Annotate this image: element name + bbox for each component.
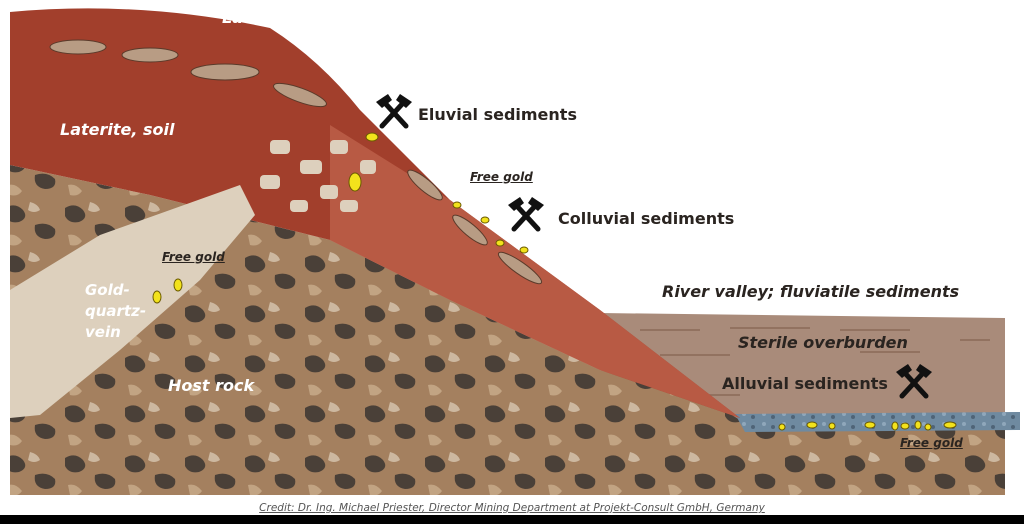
- label-sterile-overburden: Sterile overburden: [738, 333, 908, 352]
- credit-line: Credit: Dr. Ing. Michael Priester, Direc…: [259, 502, 765, 514]
- mining-hammer-icon: [508, 197, 544, 232]
- label-gold-quartz-vein: Gold- quartz- vein: [85, 280, 146, 343]
- label-colluvial-sediments: Colluvial sediments: [558, 209, 735, 228]
- label-eluvial-sediments: Eluvial sediments: [418, 105, 577, 124]
- label-free-gold-vein: Free gold: [162, 250, 225, 264]
- label-free-gold-colluvial: Free gold: [470, 170, 533, 184]
- lateritic-crust-nodules: [49, 39, 543, 285]
- label-river-valley: River valley; fluviatile sediments: [662, 282, 960, 301]
- river-valley-sediments: [600, 313, 1005, 430]
- vein-line: quartz-: [85, 302, 147, 320]
- label-alluvial-sediments: Alluvial sediments: [722, 374, 888, 393]
- vein-line: Gold-: [85, 281, 130, 299]
- label-free-gold-alluvial: Free gold: [900, 436, 963, 450]
- mining-hammer-icon: [896, 364, 932, 399]
- eluvial-fragments: [260, 140, 376, 212]
- gold-nuggets: [152, 132, 957, 431]
- alluvial-gravel-layer: [735, 412, 1020, 432]
- gold-quartz-vein: [10, 185, 255, 418]
- mining-hammer-icon: [376, 94, 412, 129]
- host-rock-layer: [10, 165, 1005, 495]
- label-laterite-soil: Laterite, soil: [60, 120, 175, 139]
- bottom-border: [0, 515, 1024, 524]
- label-lateritic-crusts: Lateritic crusts: [222, 8, 359, 27]
- slope-red-layer: [330, 125, 740, 418]
- vein-line: vein: [85, 323, 121, 341]
- label-host-rock: Host rock: [168, 376, 255, 395]
